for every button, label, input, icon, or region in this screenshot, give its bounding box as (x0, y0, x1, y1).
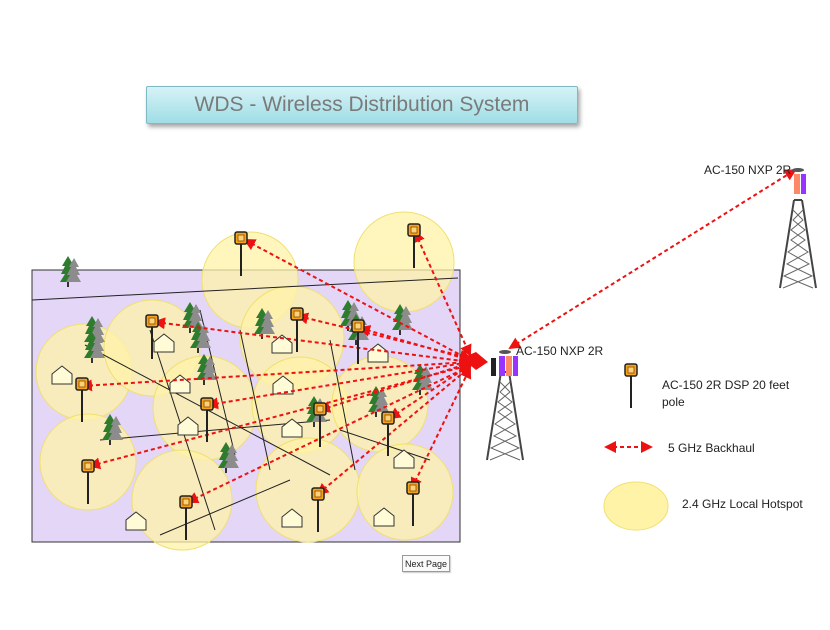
legend-hotspot-label: 2.4 GHz Local Hotspot (682, 497, 803, 511)
remote-tower-label: AC-150 NXP 2R (704, 163, 792, 177)
next-page-button[interactable]: Next Page (402, 555, 450, 572)
legend-pole-label-line2: pole (662, 395, 685, 409)
backhaul-links (80, 168, 797, 504)
main-tower (486, 350, 524, 461)
diagram-title: WDS - Wireless Distribution System (146, 86, 578, 124)
legend-pole-icon (624, 363, 638, 409)
legend-backhaul-label: 5 GHz Backhaul (668, 441, 755, 455)
legend-hotspot-icon (603, 481, 669, 531)
main-tower-antenna-burst (462, 352, 488, 370)
main-tower-label: AC-150 NXP 2R (516, 344, 604, 358)
remote-tower (779, 168, 817, 289)
legend-pole-label-line1: AC-150 2R DSP 20 feet (662, 378, 790, 392)
